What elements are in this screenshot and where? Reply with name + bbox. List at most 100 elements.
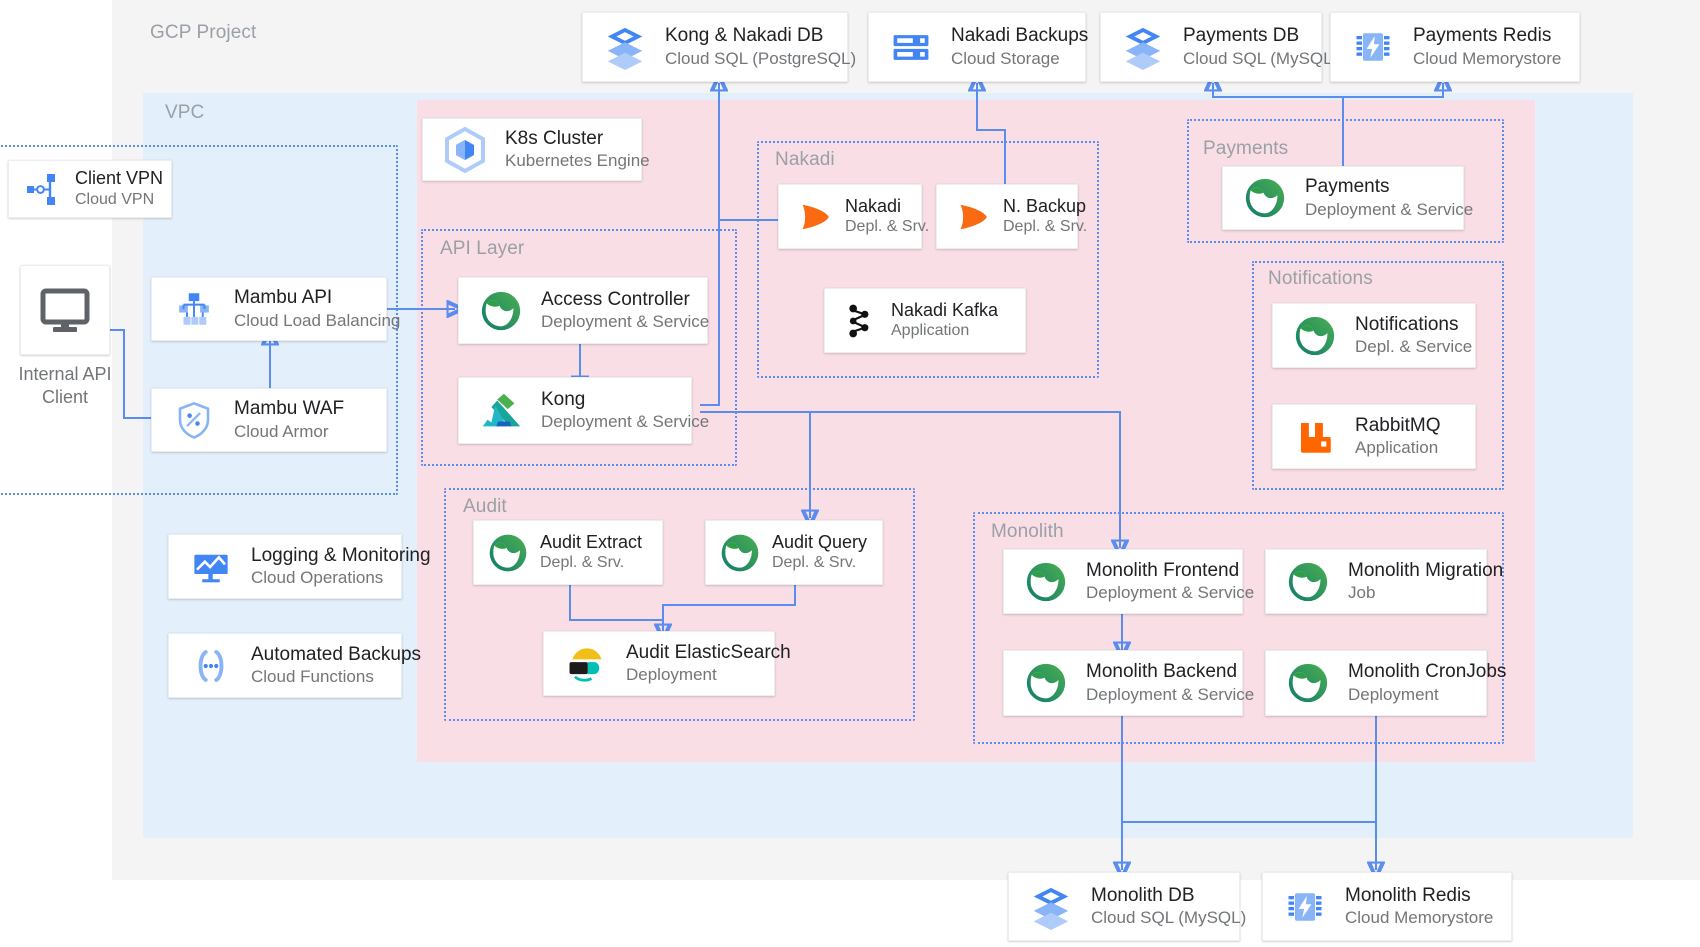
helm-icon [1289, 310, 1341, 362]
card-mambu-waf[interactable]: Mambu WAF Cloud Armor [151, 388, 387, 452]
card-subtitle: Application [891, 322, 970, 340]
card-kong[interactable]: Kong Deployment & Service [458, 377, 710, 451]
dashbox-nakadi [757, 141, 1099, 378]
caption-line-1: Internal API [18, 364, 112, 384]
card-access-controller[interactable]: Access Controller Deployment & Service [458, 277, 715, 351]
dashbox-monolith [973, 512, 1504, 744]
zone-notifications-label: Notifications [1268, 268, 1373, 289]
helm-icon [1020, 556, 1072, 608]
card-title: Audit Extract [540, 531, 643, 552]
card-nakadi-backup[interactable]: N. Backup Depl. & Srv. [936, 184, 1088, 256]
card-monolith-db[interactable]: Monolith DB Cloud SQL (MySQL) [1008, 872, 1246, 941]
kubernetes-engine-icon [439, 124, 491, 176]
card-monolith-frontend[interactable]: Monolith Frontend Deployment & Service [1003, 549, 1255, 621]
card-audit-query[interactable]: Audit Query Depl. & Srv. [705, 520, 890, 592]
card-title: Notifications [1355, 313, 1459, 335]
card-subtitle: Depl. & Srv. [540, 554, 625, 572]
card-subtitle: Deployment [1348, 684, 1439, 704]
card-subtitle: Cloud SQL (PostgreSQL) [665, 48, 857, 68]
dashbox-client-network [0, 145, 398, 495]
monitor-icon [40, 288, 90, 332]
card-title: RabbitMQ [1355, 414, 1441, 436]
card-nakadi-backups[interactable]: Nakadi Backups Cloud Storage [868, 12, 1088, 82]
card-client-vpn[interactable]: Client VPN Cloud VPN [8, 160, 172, 218]
card-nakadi-kafka[interactable]: Nakadi Kafka Application [824, 288, 1033, 360]
card-rabbitmq[interactable]: RabbitMQ Application [1272, 404, 1483, 476]
zone-payments-label: Payments [1203, 138, 1289, 159]
card-logging-monitoring[interactable]: Logging & Monitoring Cloud Operations [168, 534, 431, 599]
card-title: Kong [541, 388, 586, 410]
internal-api-client-caption: Internal API Client [10, 363, 120, 408]
card-mambu-api[interactable]: Mambu API Cloud Load Balancing [151, 277, 401, 341]
dashbox-api-layer [421, 229, 737, 466]
node-internal-api-client[interactable]: Internal API Client [10, 265, 120, 408]
card-payments-db[interactable]: Payments DB Cloud SQL (MySQL) [1100, 12, 1338, 82]
card-subtitle: Cloud Operations [251, 568, 384, 588]
card-subtitle: Deployment & Service [541, 312, 710, 332]
card-title: Monolith Redis [1345, 884, 1471, 906]
cloud-sql-icon [1025, 881, 1077, 933]
card-monolith-cronjobs[interactable]: Monolith CronJobs Deployment [1265, 650, 1507, 723]
cloud-operations-icon [185, 541, 237, 593]
card-payments-redis[interactable]: Payments Redis Cloud Memorystore [1330, 12, 1580, 82]
card-subtitle: Cloud Storage [951, 48, 1060, 68]
card-subtitle: Job [1348, 583, 1376, 603]
card-monolith-backend[interactable]: Monolith Backend Deployment & Service [1003, 650, 1255, 723]
card-title: Payments Redis [1413, 25, 1552, 47]
card-automated-backups[interactable]: Automated Backups Cloud Functions [168, 633, 421, 698]
card-subtitle: Deployment & Service [1086, 684, 1255, 704]
card-subtitle: Cloud Functions [251, 667, 374, 687]
cloud-sql-icon [1117, 21, 1169, 73]
card-subtitle: Cloud VPN [75, 190, 155, 208]
card-subtitle: Depl. & Srv. [772, 554, 857, 572]
card-monolith-redis[interactable]: Monolith Redis Cloud Memorystore [1262, 872, 1512, 941]
card-subtitle: Depl. & Srv. [1003, 218, 1088, 236]
memorystore-icon [1347, 21, 1399, 73]
nakadi-icon [949, 195, 993, 239]
helm-icon [1282, 556, 1334, 608]
card-title: Payments [1305, 176, 1390, 198]
card-title: Monolith DB [1091, 884, 1195, 906]
card-notifications[interactable]: Notifications Depl. & Service [1272, 303, 1483, 375]
card-subtitle: Application [1355, 438, 1439, 458]
card-kong-nakadi-db[interactable]: Kong & Nakadi DB Cloud SQL (PostgreSQL) [582, 12, 857, 82]
card-title: Logging & Monitoring [251, 544, 431, 566]
card-subtitle: Deployment & Service [541, 412, 710, 432]
card-k8s-cluster[interactable]: K8s Cluster Kubernetes Engine [422, 118, 650, 181]
card-subtitle: Cloud Memorystore [1345, 908, 1494, 928]
zone-api-layer-label: API Layer [440, 238, 525, 259]
card-subtitle: Cloud Load Balancing [234, 310, 401, 330]
card-title: Payments DB [1183, 25, 1300, 47]
load-balancing-icon [168, 283, 220, 335]
card-subtitle: Deployment & Service [1086, 583, 1255, 603]
card-title: Monolith Migration [1348, 559, 1504, 581]
card-title: Mambu WAF [234, 398, 345, 420]
zone-monolith-label: Monolith [991, 521, 1064, 542]
cloud-functions-icon [185, 640, 237, 692]
card-subtitle: Cloud Memorystore [1413, 48, 1562, 68]
cloud-sql-icon [599, 21, 651, 73]
zone-nakadi-label: Nakadi [775, 149, 835, 170]
card-payments[interactable]: Payments Deployment & Service [1222, 166, 1474, 237]
card-subtitle: Depl. & Srv. [845, 218, 930, 236]
card-subtitle: Deployment & Service [1305, 199, 1474, 219]
cloud-storage-icon [885, 21, 937, 73]
caption-line-2: Client [41, 386, 89, 407]
card-title: Monolith CronJobs [1348, 661, 1507, 683]
card-title: Client VPN [75, 168, 164, 189]
cloud-armor-icon [168, 394, 220, 446]
card-title: Mambu API [234, 287, 333, 309]
card-subtitle: Kubernetes Engine [505, 151, 650, 171]
card-audit-extract[interactable]: Audit Extract Depl. & Srv. [473, 520, 670, 592]
card-audit-elasticsearch[interactable]: Audit ElasticSearch Deployment [543, 631, 791, 703]
dashbox-payments [1187, 119, 1504, 243]
elasticsearch-icon [560, 638, 612, 690]
memorystore-icon [1279, 881, 1331, 933]
zone-gcp-project-label: GCP Project [150, 22, 257, 43]
card-monolith-migration[interactable]: Monolith Migration Job [1265, 549, 1504, 621]
zone-vpc-label: VPC [165, 102, 205, 123]
nakadi-icon [791, 195, 835, 239]
kong-icon [475, 385, 527, 437]
card-nakadi[interactable]: Nakadi Depl. & Srv. [778, 184, 930, 256]
card-subtitle: Depl. & Service [1355, 337, 1473, 357]
